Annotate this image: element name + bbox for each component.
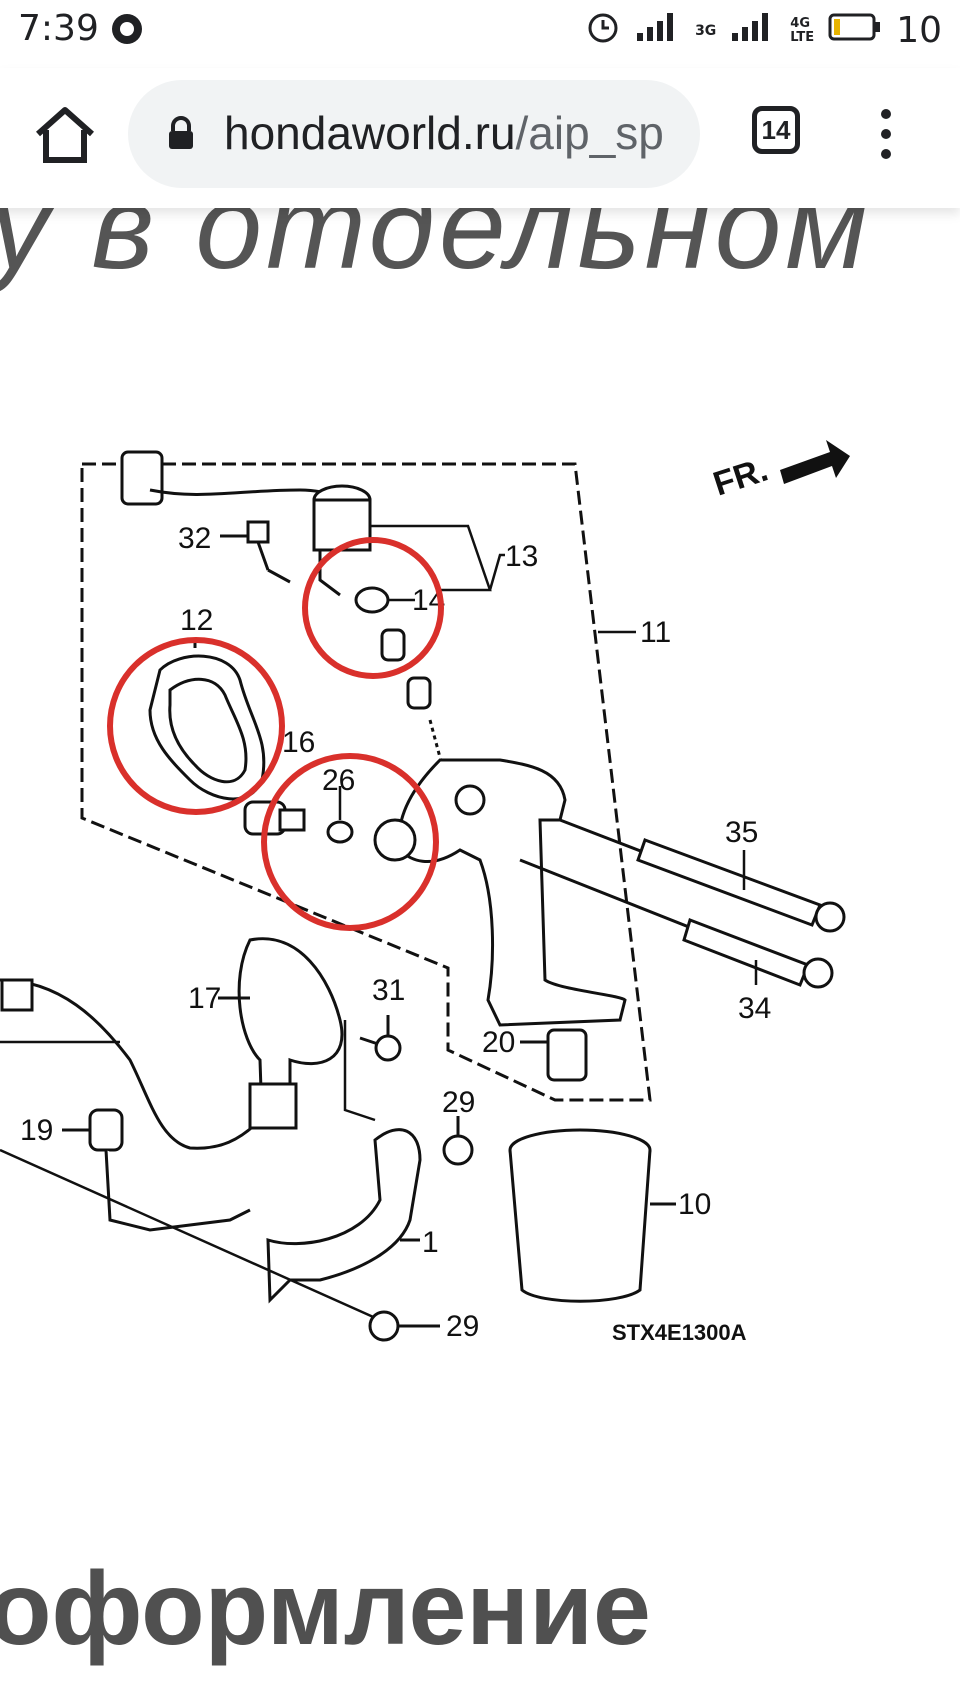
signal-icon-2 — [730, 9, 776, 52]
tab-switcher-button[interactable]: 14 — [752, 106, 800, 154]
status-time: 7:39 — [18, 8, 99, 49]
home-icon — [36, 107, 94, 163]
network-4g-lte: 4G LTE — [790, 15, 815, 45]
callout-29-lower: 29 — [446, 1310, 479, 1343]
bolt-35 — [559, 818, 846, 933]
network-4g-label: 4G — [790, 15, 811, 31]
callout-12: 12 — [180, 604, 213, 637]
orientation-label: FR. — [709, 451, 773, 504]
callout-29-upper: 29 — [442, 1086, 475, 1119]
callout-32: 32 — [178, 522, 211, 555]
callout-19: 19 — [20, 1114, 53, 1147]
lock-icon — [164, 116, 198, 150]
wiring-harness — [0, 978, 298, 1150]
nut-29-upper — [442, 1116, 474, 1166]
callout-16: 16 — [282, 726, 315, 759]
page-heading-partial-bottom: оформление — [0, 1551, 651, 1667]
callout-17: 17 — [188, 982, 221, 1015]
callout-13: 13 — [505, 540, 538, 573]
parts-diagram: FR. 32 13 14 11 12 16 — [0, 420, 960, 1485]
callout-1: 1 — [422, 1226, 439, 1259]
highlight-circles — [107, 537, 444, 931]
viber-icon — [110, 12, 144, 46]
sensor-17 — [218, 937, 344, 1122]
network-3g-label: 3G — [695, 22, 717, 39]
callout-10: 10 — [678, 1188, 711, 1221]
sensor-19 — [62, 1108, 251, 1232]
more-vert-icon — [881, 109, 891, 159]
url-bar[interactable]: hondaworld.ru/aip_sp — [128, 80, 700, 188]
plug-20 — [520, 1028, 588, 1082]
highlight-circle-1 — [302, 537, 444, 679]
o-ring-14 — [354, 586, 390, 614]
gasket-12 — [148, 638, 266, 801]
washer-26 — [326, 820, 354, 844]
highlight-circle-2 — [107, 637, 285, 815]
home-button[interactable] — [28, 98, 102, 172]
callout-26: 26 — [322, 764, 355, 797]
bolt-31 — [359, 1015, 402, 1062]
callout-34: 34 — [738, 992, 771, 1025]
url-path: /aip_sp — [515, 107, 664, 159]
strainer-housing — [373, 758, 627, 1027]
callout-11: 11 — [640, 616, 671, 649]
callout-20: 20 — [482, 1026, 515, 1059]
status-bar: 7:39 3G 4G LTE 10 — [0, 0, 960, 58]
bolt-32 — [220, 520, 291, 584]
bolt-34 — [519, 858, 834, 989]
callout-35: 35 — [725, 816, 758, 849]
alarm-icon — [585, 8, 621, 53]
assembly-frame — [80, 462, 652, 1102]
front-arrow-icon: FR. — [709, 440, 850, 504]
status-indicators: 3G 4G LTE 10 — [585, 8, 942, 53]
browser-toolbar: hondaworld.ru/aip_sp 14 — [0, 68, 960, 208]
solenoid-sensor — [120, 450, 372, 597]
url-domain: hondaworld.ru — [224, 107, 516, 159]
signal-icon — [635, 9, 681, 52]
oil-filter-10 — [508, 1128, 676, 1303]
bracket-1 — [266, 1128, 422, 1304]
battery-icon — [828, 10, 882, 51]
overflow-menu-button[interactable] — [874, 104, 898, 164]
spool-valve — [380, 628, 448, 781]
url-text: hondaworld.ru/aip_sp — [224, 106, 664, 160]
nut-29-lower — [368, 1310, 440, 1342]
network-lte-label: LTE — [790, 29, 815, 45]
highlight-circle-3 — [261, 753, 439, 931]
diagram-code: STX4E1300A — [612, 1320, 747, 1345]
battery-level: 10 — [896, 10, 942, 51]
callout-31: 31 — [372, 974, 405, 1007]
